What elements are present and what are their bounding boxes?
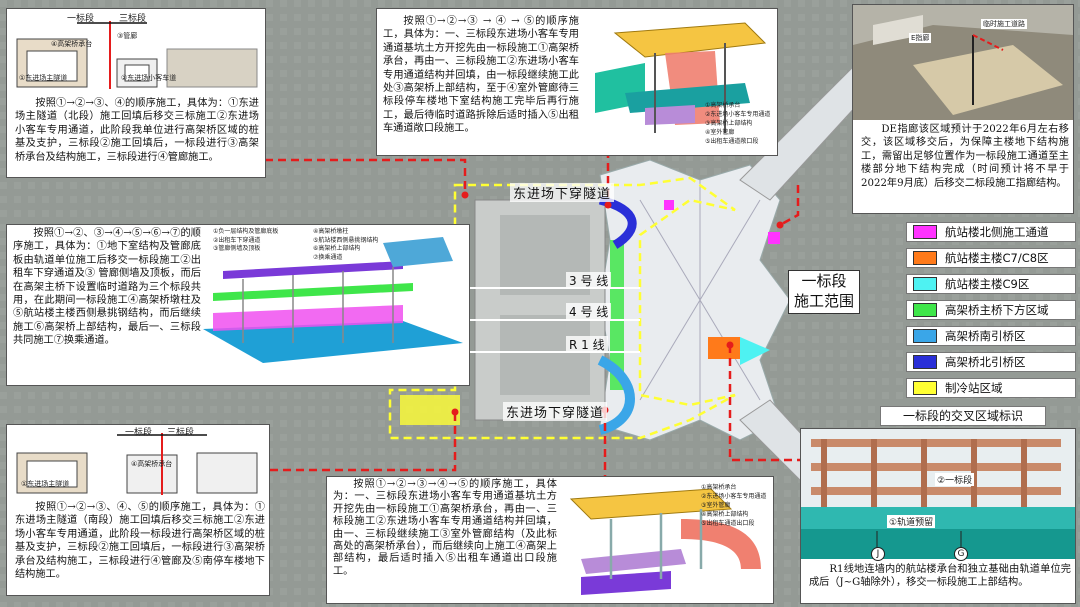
legend-label: 航站楼北侧施工通道 <box>945 225 1049 239</box>
bl-column-label: ④高架桥承台 <box>131 460 173 468</box>
c9-zone <box>740 337 770 365</box>
tc-description: 按照①→②→③ → ④ → ⑤的顺序施工，具体为：一、三标段东进场小客车专用通道… <box>383 16 579 135</box>
legend-swatch <box>913 225 937 239</box>
legend-swatch <box>913 277 937 291</box>
ml-legend-4: ④高架桥墩柱 <box>313 228 349 235</box>
panel-mid-left: 按照①→②、③→④→⑤→⑥→⑦的顺序施工，具体为：①地下室结构及管廊底板由轨道单… <box>6 224 470 386</box>
tr-road-label: 临时施工道路 <box>981 19 1027 29</box>
tc-legend-1: ①高架桥承台 <box>705 102 741 109</box>
model-mid-left <box>203 237 463 363</box>
tunnel-south-label: 东进场下穿隧道 <box>503 402 608 421</box>
br-description: R1线地连墙内的航站楼承台和独立基础由轨道单位完成后（J~G轴除外），移交一标段… <box>809 564 1071 589</box>
br-axis-j: J <box>871 547 885 561</box>
bc-legend-4: ④高架桥上部结构 <box>701 511 749 518</box>
legend-item: 航站楼北侧施工通道 <box>906 222 1076 242</box>
bc-legend: ①高架桥承台 ②东进场小客车专用通道 ③室外管廊 ④高架桥上部结构 ⑤出租车通道… <box>701 483 766 528</box>
ml-legend-3: ③管廊侧墙及顶板 <box>213 245 261 252</box>
legend-swatch <box>913 329 937 343</box>
tc-legend-3: ③高架桥上部结构 <box>705 120 753 127</box>
legend-label: 高架桥主桥下方区域 <box>945 303 1049 317</box>
bl-description: 按照①→②→③、④、⑤的顺序施工，具体为：①东进场主隧道（南段）施工回填后移交三… <box>15 502 265 581</box>
section-sketch-top-left <box>16 21 258 89</box>
bl-stage1-label: 一标段 <box>125 428 153 438</box>
bc-description: 按照①→②→③→④→⑤的顺序施工，具体为：一、三标段东进场小客车专用通道基坑土方… <box>333 479 557 577</box>
model-bottom-center <box>569 488 761 595</box>
tunnel-north-label: 东进场下穿隧道 <box>510 183 615 202</box>
panel-bottom-center: 按照①→②→③→④→⑤的顺序施工，具体为：一、三标段东进场小客车专用通道基坑土方… <box>326 476 774 604</box>
tl-description: 按照①→②→③、④的顺序施工，具体为：①东进场主隧道（北段）施工回填后移交三标施… <box>15 98 259 163</box>
tl-stage1-label: 一标段 <box>67 14 95 24</box>
north-channel-zone <box>664 200 674 210</box>
legend-swatch <box>913 381 937 395</box>
legend-label: 高架桥北引桥区 <box>945 355 1026 369</box>
bc-legend-2: ②东进场小客车专用通道 <box>701 493 767 500</box>
tl-stage3-label: 三标段 <box>119 14 147 24</box>
legend-item: 制冷站区域 <box>906 378 1076 398</box>
panel-top-right: E指廊 临时施工道路 DE指廊该区域预计于2022年6月左右移交，该区域移交后，… <box>852 4 1074 214</box>
panel-top-left: 一标段 三标段 ③管廊 ②东进场小客车道 ①东进场主隧道 ④高架桥承台 按照①→… <box>6 8 266 178</box>
model-bottom-right <box>801 429 1075 559</box>
tl-lane-label: ②东进场小客车道 <box>121 74 177 82</box>
line-3-label: 3 号 线 <box>566 272 612 289</box>
line-r1-label: R 1 线 <box>566 336 608 353</box>
photo-top-right <box>853 5 1073 120</box>
legend-label: 制冷站区域 <box>945 381 1003 395</box>
line-4-label: 4 号 线 <box>566 303 612 320</box>
panel-top-center: 按照①→②→③ → ④ → ⑤的顺序施工，具体为：一、三标段东进场小客车专用通道… <box>376 8 778 156</box>
bl-stage3-label: 三标段 <box>167 428 195 438</box>
bl-lane-label: ①东进场主隧道 <box>21 480 70 488</box>
north-channel-zone-2 <box>768 232 780 244</box>
bc-legend-1: ①高架桥承台 <box>701 484 737 491</box>
gtc-south <box>500 315 590 395</box>
legend-item: 航站楼主楼C7/C8区 <box>906 248 1076 268</box>
tc-legend-4: ④室外管廊 <box>705 129 735 136</box>
br-rail-label: ①轨道预留 <box>887 515 936 528</box>
chiller-area <box>400 395 460 425</box>
legend-swatch <box>913 355 937 369</box>
ml-legend: ①负一层结构及管廊底板 ④高架桥墩柱 ②出租车下穿通道 ⑤航站楼西侧悬挑钢结构 … <box>213 228 413 262</box>
ml-legend-5: ⑤航站楼西侧悬挑钢结构 <box>313 236 379 244</box>
legend-swatch <box>913 251 937 265</box>
br-stage-label: ②一标段 <box>935 473 975 486</box>
tr-description: DE指廊该区域预计于2022年6月左右移交，该区域移交后，为保障主楼地下结构施工… <box>861 124 1069 189</box>
legend-label: 航站楼主楼C9区 <box>945 277 1030 291</box>
ml-legend-7: ⑦换乘通道 <box>313 253 343 261</box>
bc-legend-5: ⑤出租车通道出口段 <box>701 520 755 527</box>
bridge-blue-arc <box>597 355 635 435</box>
tl-pipe-label: ③管廊 <box>117 32 138 40</box>
legend-item: 航站楼主楼C9区 <box>906 274 1076 294</box>
bc-legend-3: ③室外管廊 <box>701 502 731 509</box>
legend-item: 高架桥主桥下方区域 <box>906 300 1076 320</box>
legend-title: 一标段的交叉区域标识 <box>880 406 1046 426</box>
c7c8-zone <box>708 337 740 359</box>
tl-column-label: ④高架桥承台 <box>51 40 93 48</box>
ml-legend-6: ⑥高架桥上部结构 <box>313 245 361 252</box>
tc-legend-5: ⑤出租车通道敞口段 <box>705 138 759 145</box>
terminal-roof-lines <box>639 180 761 420</box>
ml-legend-2: ②出租车下穿通道 <box>213 236 261 244</box>
panel-bottom-right: ②一标段 ①轨道预留 J G R1线地连墙内的航站楼承台和独立基础由轨道单位完成… <box>800 428 1076 604</box>
ml-description: 按照①→②、③→④→⑤→⑥→⑦的顺序施工，具体为：①地下室结构及管廊底板由轨道单… <box>13 228 201 347</box>
legend-item: 高架桥南引桥区 <box>906 326 1076 346</box>
scope-boundary <box>388 176 736 440</box>
legend-item: 高架桥北引桥区 <box>906 352 1076 372</box>
tc-legend: ①高架桥承台 ②东进场小客车专用通道 ③高架桥上部结构 ④室外管廊 ⑤出租车通道… <box>705 101 770 146</box>
model-top-center <box>595 22 767 133</box>
legend-swatch <box>913 303 937 317</box>
legend-label: 航站楼主楼C7/C8区 <box>945 251 1049 265</box>
tl-stair-label: ①东进场主隧道 <box>19 74 68 82</box>
br-axis-g: G <box>954 547 968 561</box>
scope-label: 一标段 施工范围 <box>788 270 860 314</box>
legend-label: 高架桥南引桥区 <box>945 329 1026 343</box>
tc-legend-2: ②东进场小客车专用通道 <box>705 111 771 118</box>
panel-bottom-left: 一标段 三标段 ①东进场主隧道 ④高架桥承台 按照①→②→③、④、⑤的顺序施工，… <box>6 424 270 596</box>
section-sketch-bottom-left <box>16 433 258 495</box>
tr-corridor-label: E指廊 <box>909 33 932 43</box>
ml-legend-1: ①负一层结构及管廊底板 <box>213 228 279 235</box>
